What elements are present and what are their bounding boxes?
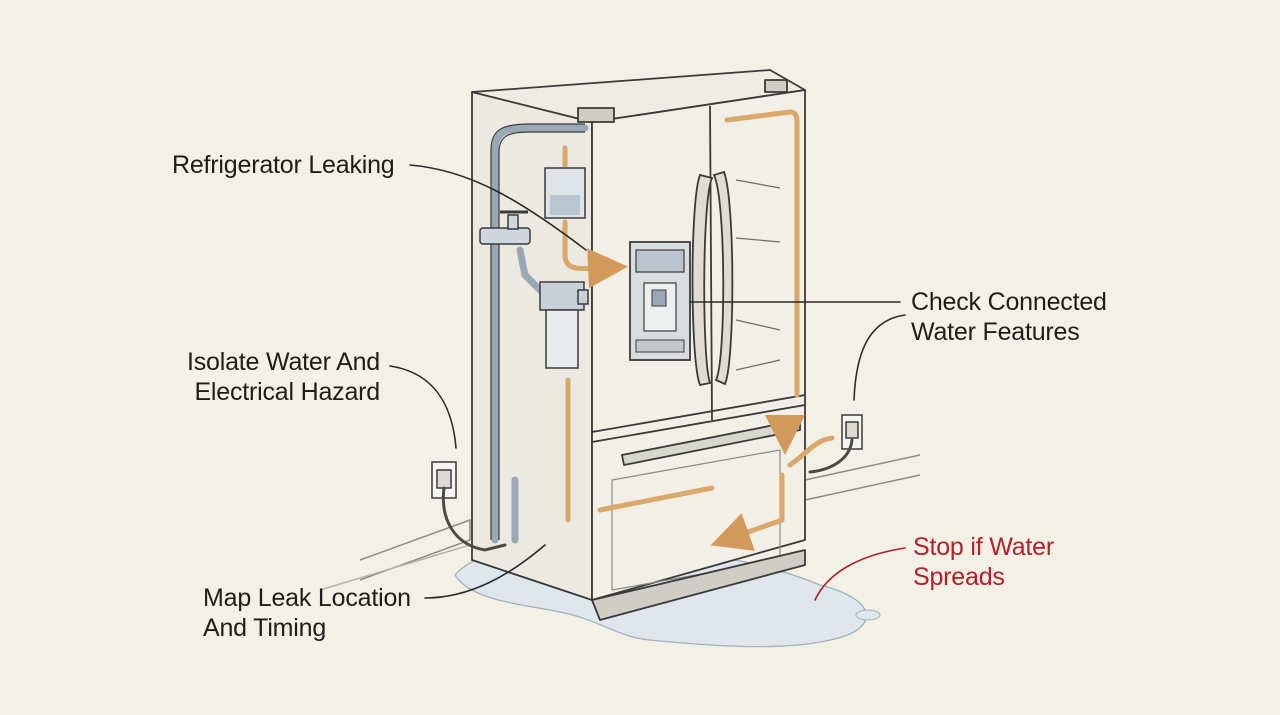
callout-check-water-features: Check Connected Water Features <box>911 287 1107 347</box>
callout-refrigerator-leaking: Refrigerator Leaking <box>172 150 395 180</box>
power-cords <box>441 438 854 552</box>
refrigerator-body <box>471 69 806 621</box>
door-handles <box>691 170 734 387</box>
leader-outlet <box>853 314 906 401</box>
internal-water-line <box>562 109 835 551</box>
supply-pipe <box>491 124 589 544</box>
callout-map-leak: Map Leak Location And Timing <box>203 583 411 643</box>
leader-stop-if-spreads <box>814 547 906 601</box>
leader-map-leak <box>424 544 546 599</box>
callout-line: Stop if Water <box>913 533 1054 561</box>
callout-leaders <box>389 164 906 601</box>
leader-refrigerator-leaking <box>409 164 587 251</box>
water-dispenser-icon <box>629 241 691 361</box>
shutoff-valve-icon <box>479 210 531 245</box>
callout-line: Water Features <box>911 318 1080 346</box>
callout-line: Isolate Water And <box>187 348 380 376</box>
baseboard <box>319 454 921 591</box>
leader-isolate-hazard <box>389 365 457 449</box>
callout-isolate-hazard: Isolate Water And Electrical Hazard <box>176 347 380 407</box>
callout-line: Map Leak Location <box>203 584 411 612</box>
callout-line: Electrical Hazard <box>194 378 380 406</box>
wall-outlet-icon <box>431 414 863 499</box>
callout-stop-if-spreads: Stop if Water Spreads <box>913 532 1054 592</box>
callout-line: Check Connected <box>911 288 1107 316</box>
callout-line: Refrigerator Leaking <box>172 151 395 179</box>
callout-line: And Timing <box>203 614 327 642</box>
callout-line: Spreads <box>913 563 1005 591</box>
water-filter-icon <box>539 167 589 369</box>
